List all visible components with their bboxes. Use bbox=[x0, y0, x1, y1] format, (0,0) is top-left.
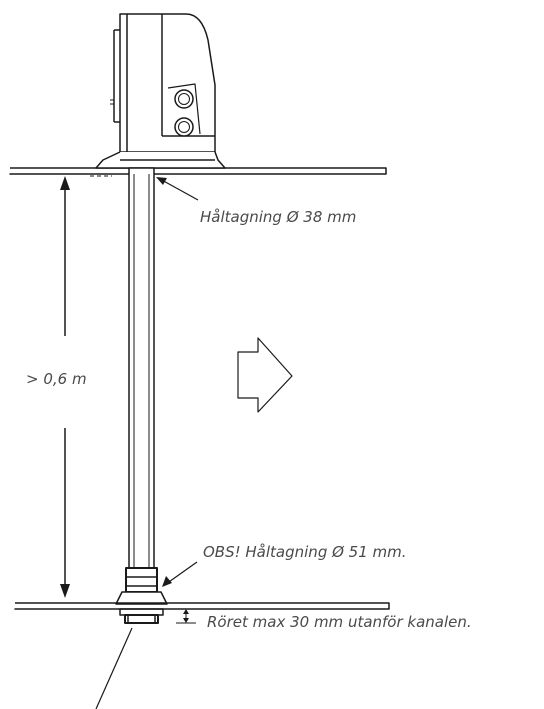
bottom-hole-leader bbox=[162, 561, 198, 587]
dimension-arrow-down bbox=[60, 584, 70, 598]
probe-pipe bbox=[128, 167, 155, 569]
sensor-housing bbox=[90, 13, 226, 177]
pipe-protrusion-label: Röret max 30 mm utanför kanalen. bbox=[207, 613, 472, 631]
protrusion-dimension bbox=[176, 609, 196, 624]
flow-arrow-icon bbox=[237, 337, 293, 413]
bottom-fitting bbox=[115, 567, 168, 624]
bottom-leader-line bbox=[95, 627, 133, 709]
bottom-duct-wall bbox=[14, 602, 390, 610]
dimension-arrow-up bbox=[60, 176, 70, 190]
top-hole-leader bbox=[156, 177, 199, 201]
top-duct-wall bbox=[9, 167, 387, 175]
distance-label: > 0,6 m bbox=[26, 370, 87, 388]
top-hole-label: Håltagning Ø 38 mm bbox=[200, 208, 357, 226]
bottom-hole-label: OBS! Håltagning Ø 51 mm. bbox=[203, 543, 407, 561]
